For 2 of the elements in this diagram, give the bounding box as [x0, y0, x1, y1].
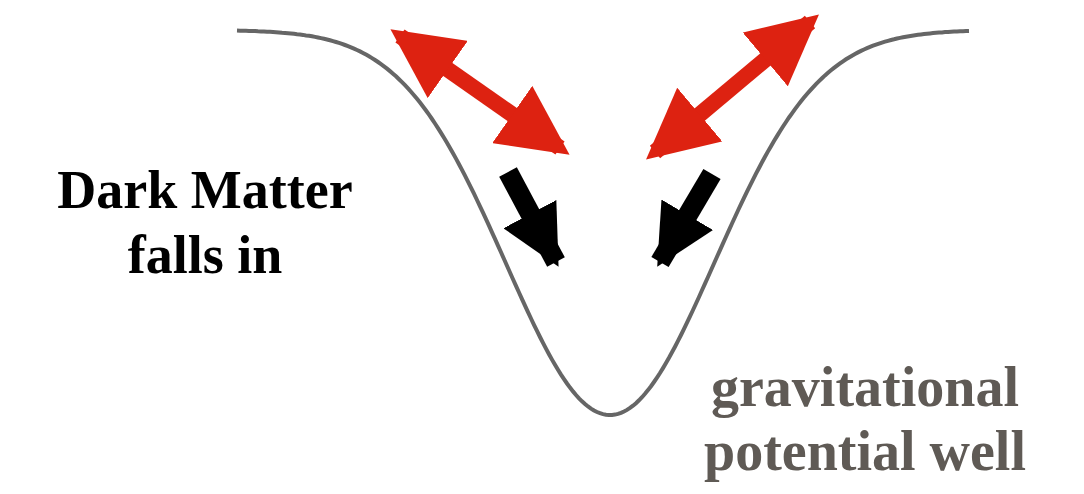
well-label: gravitational potential well [703, 355, 1027, 484]
caption-text: Dark Matter falls in [56, 159, 354, 287]
